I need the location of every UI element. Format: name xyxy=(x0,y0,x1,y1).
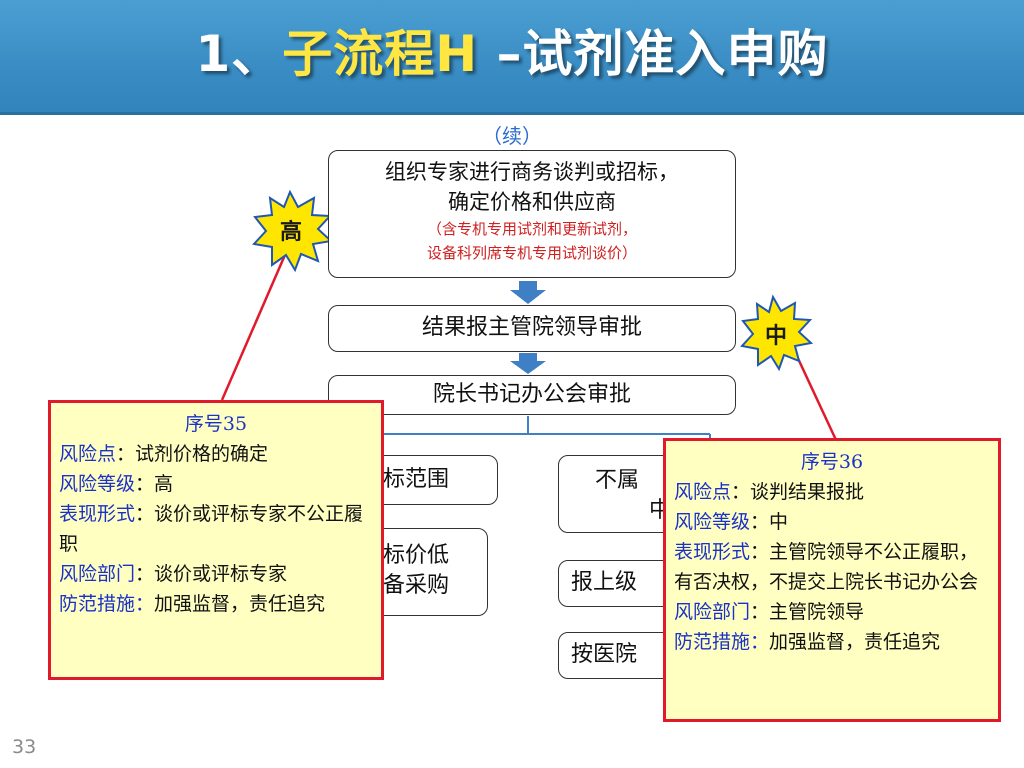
branch-b-line-1: 标价低 xyxy=(383,543,450,568)
branch-b-line-2: 备采购 xyxy=(383,573,450,598)
high-badge-icon xyxy=(252,189,334,273)
title-prefix: 1、 xyxy=(195,25,283,83)
medium-badge-icon xyxy=(740,294,814,372)
negotiation-note-1: （含专机专用试剂和更新试剂， xyxy=(426,220,637,238)
risk-36-level: 风险等级：中 xyxy=(674,511,789,533)
callout-line-35 xyxy=(220,247,290,401)
office-meeting-box: 院长书记办公会审批 xyxy=(328,375,736,415)
down-arrow-2 xyxy=(510,353,546,374)
risk-35-point: 风险点：试剂价格的确定 xyxy=(59,443,269,465)
page-number: 33 xyxy=(12,736,37,758)
title-highlight: 子流程H xyxy=(282,25,479,83)
page-title: 1、子流程H –试剂准入申购 xyxy=(0,14,1024,86)
branch-c-line-1: 不属 xyxy=(595,468,640,493)
risk-35-level: 风险等级：高 xyxy=(59,473,174,495)
high-badge-label: 高 xyxy=(280,219,303,245)
risk-card-35: 序号35 风险点：试剂价格的确定 风险等级：高 表现形式：谈价或评标专家不公正履… xyxy=(48,400,384,680)
risk-35-measure: 防范措施：加强监督，责任追究 xyxy=(59,593,326,615)
callout-line-36 xyxy=(793,351,838,441)
risk-36-dept: 风险部门：主管院领导 xyxy=(674,601,865,623)
risk-36-seq: 序号36 xyxy=(800,451,864,473)
risk-36-measure: 防范措施：加强监督，责任追究 xyxy=(674,631,941,653)
risk-card-36: 序号36 风险点：谈判结果报批 风险等级：中 表现形式：主管院领导不公正履职，有… xyxy=(663,438,1001,722)
negotiation-line-1: 组织专家进行商务谈判或招标， xyxy=(385,160,679,184)
medium-badge-label: 中 xyxy=(765,323,788,349)
down-arrow-1 xyxy=(510,281,546,304)
branch-box-b: 标价低 备采购 xyxy=(370,528,488,616)
negotiation-line-2: 确定价格和供应商 xyxy=(448,190,616,214)
negotiation-step-box: 组织专家进行商务谈判或招标， 确定价格和供应商 （含专机专用试剂和更新试剂， 设… xyxy=(328,150,736,278)
title-suffix: –试剂准入申购 xyxy=(478,25,829,83)
risk-35-form: 表现形式：谈价或评标专家不公正履职 xyxy=(59,503,364,555)
negotiation-note-2: 设备科列席专机专用试剂谈价） xyxy=(426,244,637,262)
risk-35-seq: 序号35 xyxy=(184,413,248,435)
branch-box-a: 标范围 xyxy=(370,455,498,505)
risk-35-dept: 风险部门：谈价或评标专家 xyxy=(59,563,288,585)
risk-36-point: 风险点：谈判结果报批 xyxy=(674,481,865,503)
title-banner: 1、子流程H –试剂准入申购 xyxy=(0,0,1024,115)
risk-36-form: 表现形式：主管院领导不公正履职，有否决权，不提交上院长书记办公会 xyxy=(674,541,979,593)
report-approval-box: 结果报主管院领导审批 xyxy=(328,305,736,352)
continuation-label: （续） xyxy=(482,124,542,148)
